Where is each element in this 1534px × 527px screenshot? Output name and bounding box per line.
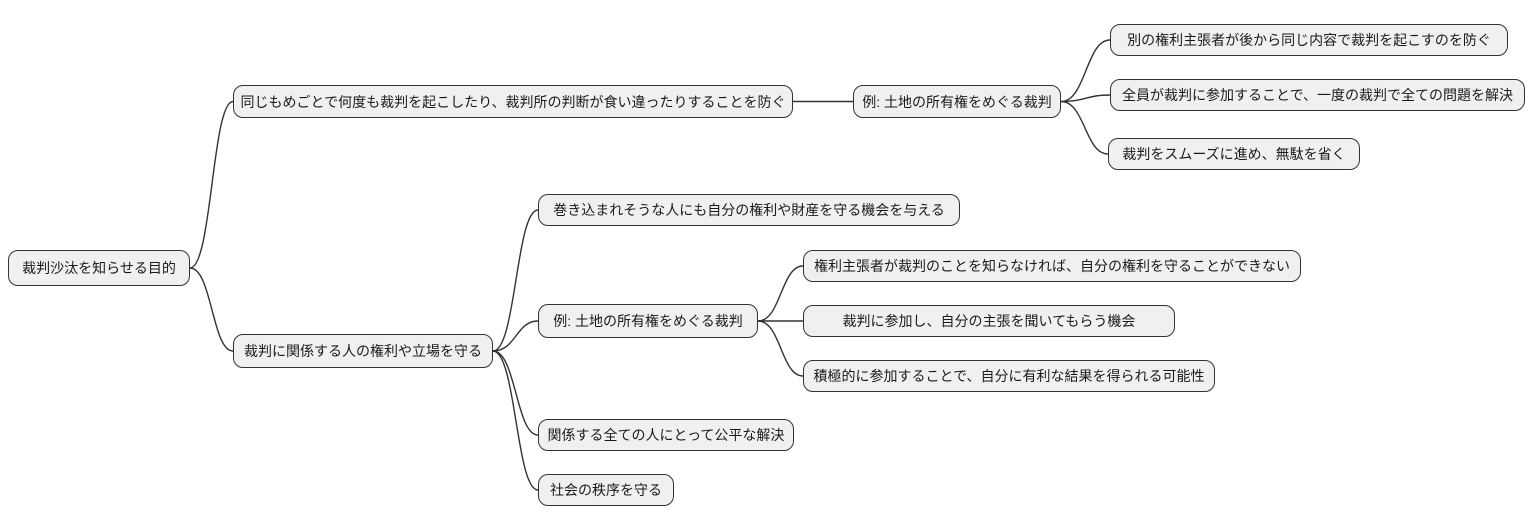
edge-example1-to-child3 — [1060, 100, 1109, 155]
node-fair-resolution-for-all[interactable]: 関係する全ての人にとって公平な解決 — [538, 419, 794, 451]
node-example-land-ownership-2[interactable]: 例: 土地の所有権をめぐる裁判 — [538, 304, 758, 338]
edge-example1-to-child1 — [1060, 39, 1111, 103]
node-protect-social-order[interactable]: 社会の秩序を守る — [538, 474, 674, 506]
node-protect-rights-and-positions[interactable]: 裁判に関係する人の権利や立場を守る — [233, 334, 493, 368]
edge-example2-to-grandchild1 — [757, 265, 804, 322]
node-everyone-participates-one-trial[interactable]: 全員が裁判に参加することで、一度の裁判で全ての問題を解決 — [1110, 79, 1525, 111]
node-give-chance-to-protect-rights[interactable]: 巻き込まれそうな人にも自分の権利や財産を守る機会を与える — [538, 194, 960, 226]
edge-example1-to-child2 — [1060, 94, 1111, 103]
edge-example2-to-grandchild3 — [757, 320, 804, 377]
node-example-land-ownership-1[interactable]: 例: 土地の所有権をめぐる裁判 — [853, 85, 1061, 118]
edge-branch2-to-example2 — [492, 320, 539, 352]
node-claimant-unaware-cannot-protect[interactable]: 権利主張者が裁判のことを知らなければ、自分の権利を守ることができない — [803, 250, 1301, 282]
edge-root-to-branch2 — [189, 267, 234, 352]
node-prevent-repeated-trials[interactable]: 同じもめごとで何度も裁判を起こしたり、裁判所の判断が食い違ったりすることを防ぐ — [233, 85, 793, 118]
node-opportunity-to-be-heard[interactable]: 裁判に参加し、自分の主張を聞いてもらう機会 — [803, 305, 1175, 337]
node-prevent-other-claimant-suits[interactable]: 別の権利主張者が後から同じ内容で裁判を起こすのを防ぐ — [1110, 24, 1508, 56]
node-root-purpose[interactable]: 裁判沙汰を知らせる目的 — [8, 250, 190, 286]
node-smooth-trial-no-waste[interactable]: 裁判をスムーズに進め、無駄を省く — [1108, 138, 1360, 170]
edge-root-to-branch1 — [189, 100, 234, 269]
edge-branch2-to-child4 — [492, 350, 539, 491]
node-active-participation-favorable-result[interactable]: 積極的に参加することで、自分に有利な結果を得られる可能性 — [803, 360, 1215, 392]
edge-branch2-to-child1 — [492, 209, 539, 352]
edge-branch2-to-child3 — [492, 350, 539, 436]
